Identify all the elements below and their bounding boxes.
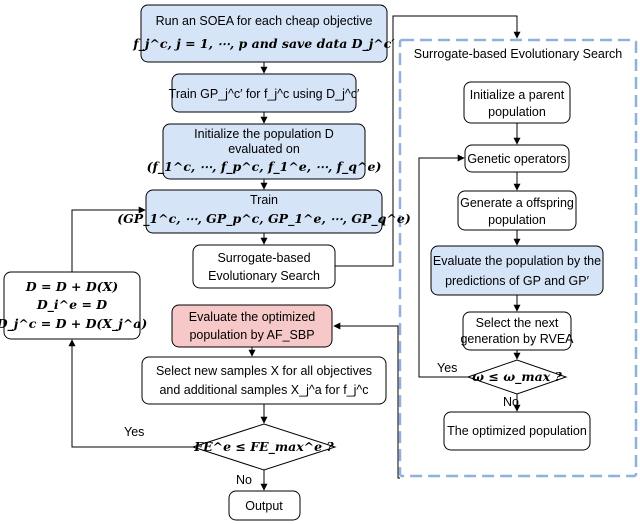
train-all-line1: Train	[250, 193, 278, 207]
init-parent-line1: Initialize a parent	[470, 88, 565, 102]
edge-panel-to-evaluate	[333, 322, 400, 479]
update-line1: D = D + D(X)	[25, 279, 118, 294]
evaluate-optimized-line1: Evaluate the optimized	[189, 310, 316, 324]
select-next-node: Select the next generation by RVEA	[460, 311, 574, 351]
select-samples-line1: Select new samples X for all objectives	[156, 364, 372, 378]
optimized-population-node: The optimized population	[443, 411, 591, 451]
eval-predictions-line2: predictions of GP and GP′	[445, 274, 590, 288]
fe-check-decision: FE^e ≤ FE_max^e ?	[191, 423, 337, 471]
init-population-line3: (f_1^c, ⋯, f_p^c, f_1^e, ⋯, f_q^e)	[147, 159, 382, 175]
genetic-operators-text: Genetic operators	[467, 152, 566, 166]
gen-offspring-line2: population	[488, 213, 546, 227]
run-soea-node: Run an SOEA for each cheap objective f_j…	[132, 4, 395, 63]
init-population-node: Initialize the population D evaluated on…	[147, 123, 382, 180]
omega-check-decision: ω ≤ ω_max ?	[466, 359, 568, 395]
output-node: Output	[228, 490, 301, 521]
select-samples-node: Select new samples X for all objectives …	[141, 356, 387, 405]
update-data-node: D = D + D(X) D_i^e = D D_j^c = D + D(X_j…	[0, 271, 147, 340]
panel-border	[398, 38, 638, 478]
label-omega-no: No	[503, 395, 519, 409]
output-text: Output	[245, 499, 283, 513]
evaluate-optimized-node: Evaluate the optimized population by AF_…	[171, 304, 333, 348]
train-gp-line1: Train GP_j^c′ for f_j^c using D_j^c′	[169, 87, 360, 101]
update-line3: D_j^c = D + D(X_j^a)	[0, 316, 147, 332]
label-fe-no: No	[236, 473, 252, 487]
init-population-line1: Initialize the population D	[194, 127, 334, 141]
edge-fe-yes	[68, 339, 193, 448]
edge-search-to-panel	[335, 15, 521, 267]
update-line2: D_i^e = D	[36, 297, 107, 313]
edge-update-to-trainall	[71, 206, 146, 272]
genetic-operators-node: Genetic operators	[464, 144, 570, 173]
run-soea-line1: Run an SOEA for each cheap objective	[156, 14, 373, 28]
select-next-line1: Select the next	[476, 316, 559, 330]
train-all-node: Train (GP_1^c, ⋯, GP_p^c, GP_1^e, ⋯, GP_…	[117, 189, 411, 234]
init-parent-node: Initialize a parent population	[463, 81, 571, 124]
gen-offspring-node: Generate a offspring population	[457, 190, 577, 231]
evaluate-optimized-line2: population by AF_SBP	[189, 328, 314, 342]
train-all-line2: (GP_1^c, ⋯, GP_p^c, GP_1^e, ⋯, GP_q^e)	[117, 211, 411, 227]
init-population-line2: evaluated on	[228, 142, 300, 156]
eval-predictions-line1: Evaluate the population by the	[433, 254, 601, 268]
omega-check-text: ω ≤ ω_max ?	[472, 369, 562, 385]
fe-check-text: FE^e ≤ FE_max^e ?	[193, 439, 334, 455]
surrogate-search-line1: Surrogate-based	[217, 251, 310, 265]
train-gp-node: Train GP_j^c′ for f_j^c using D_j^c′	[169, 73, 360, 113]
label-fe-yes: Yes	[124, 425, 144, 439]
optimized-population-text: The optimized population	[447, 424, 587, 438]
gen-offspring-line1: Generate a offspring	[460, 196, 574, 210]
select-samples-line2: and additional samples X_j^a for f_j^c	[159, 383, 368, 397]
init-parent-line2: population	[488, 105, 546, 119]
eval-predictions-node: Evaluate the population by the predictio…	[430, 245, 604, 296]
panel-title: Surrogate-based Evolutionary Search	[414, 47, 623, 61]
select-next-line2: generation by RVEA	[460, 332, 574, 346]
surrogate-search-line2: Evolutionary Search	[208, 269, 320, 283]
surrogate-search-node: Surrogate-based Evolutionary Search	[192, 244, 336, 289]
edge-omega-yes	[418, 154, 468, 378]
run-soea-line2: f_j^c, j = 1, ⋯, p and save data D_j^c′	[132, 36, 395, 52]
label-omega-yes: Yes	[437, 361, 457, 375]
surrogate-search-panel: Surrogate-based Evolutionary Search	[398, 38, 638, 478]
